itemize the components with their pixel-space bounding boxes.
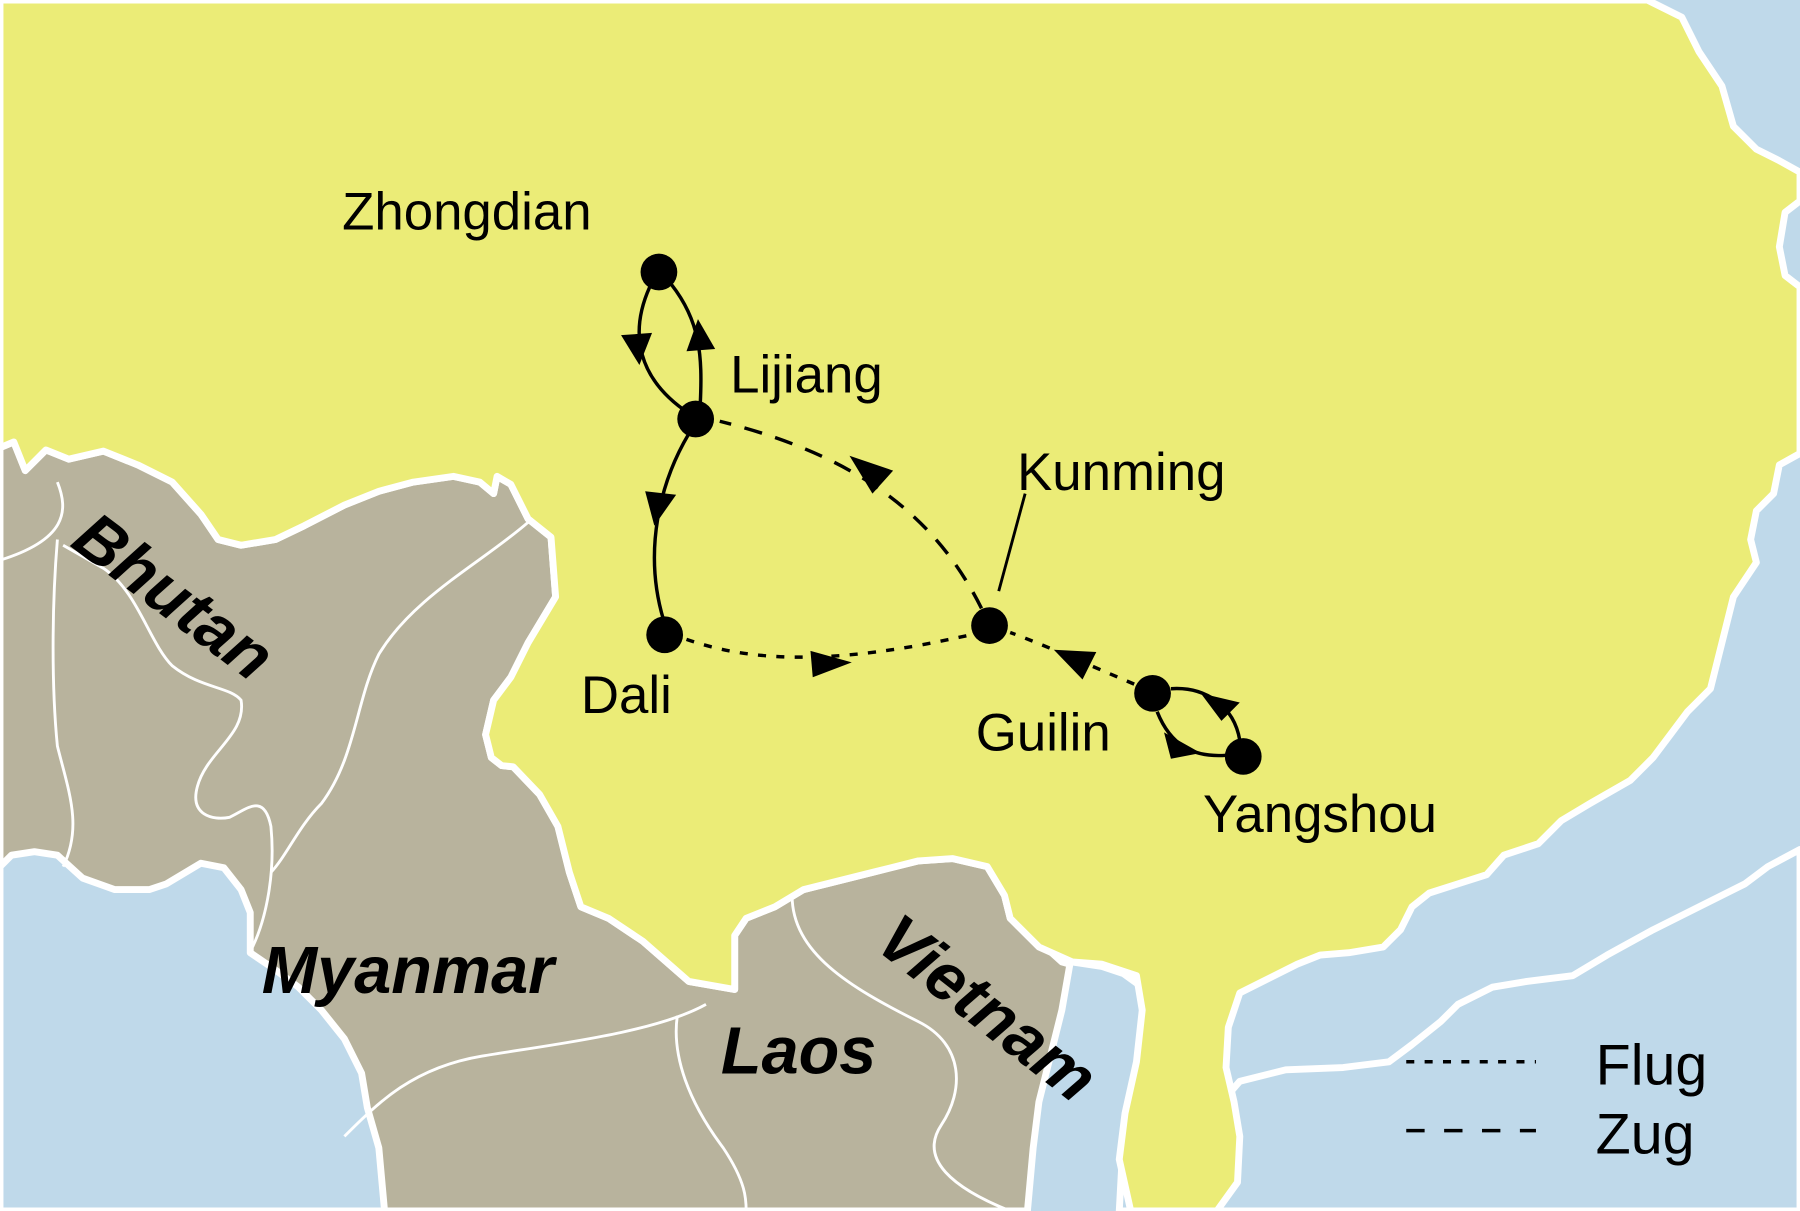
city-dot-kunming[interactable] [971, 607, 1008, 644]
bay-of-bengal [0, 848, 389, 1211]
route-dali-kunming-flug [685, 631, 977, 659]
city-dot-guilin[interactable] [1134, 674, 1171, 712]
arrow-left-icon [1053, 649, 1097, 680]
arrow-up-icon [1200, 693, 1240, 721]
city-dot-dali[interactable] [646, 616, 684, 654]
arrow-right-icon [1164, 732, 1201, 759]
city-dot-lijiang[interactable] [677, 400, 715, 438]
city-dot-yangshou[interactable] [1224, 738, 1262, 775]
arrow-down-icon [621, 332, 653, 366]
city-label-dali: Dali [581, 666, 672, 725]
city-label-zhongdian: Zhongdian [342, 183, 592, 242]
city-dot-zhongdian[interactable] [640, 253, 678, 291]
legend-label-zug: Zug [1596, 1103, 1695, 1167]
city-dots [640, 253, 1262, 775]
city-label-guilin: Guilin [976, 704, 1111, 763]
routes [621, 283, 1242, 759]
city-label-lijiang: Lijiang [730, 346, 883, 405]
arrow-up-icon [686, 319, 716, 352]
arrow-up-left-icon [849, 455, 894, 494]
legend-label-flug: Flug [1596, 1034, 1708, 1098]
city-label-yangshou: Yangshou [1203, 785, 1437, 844]
label-leader-line [997, 493, 1027, 592]
city-label-kunming: Kunming [1017, 443, 1225, 502]
country-borders [0, 481, 1011, 1211]
arrow-down-icon [645, 491, 677, 526]
country-label-laos: Laos [721, 1014, 876, 1088]
legend: Flug Zug [1406, 1034, 1707, 1167]
country-label-myanmar: Myanmar [262, 934, 557, 1008]
arrow-right-icon [810, 650, 852, 678]
city-labels: Zhongdian Lijiang Kunming Dali Guilin Ya… [342, 183, 1437, 845]
route-kunming-lijiang-zug [719, 419, 984, 610]
